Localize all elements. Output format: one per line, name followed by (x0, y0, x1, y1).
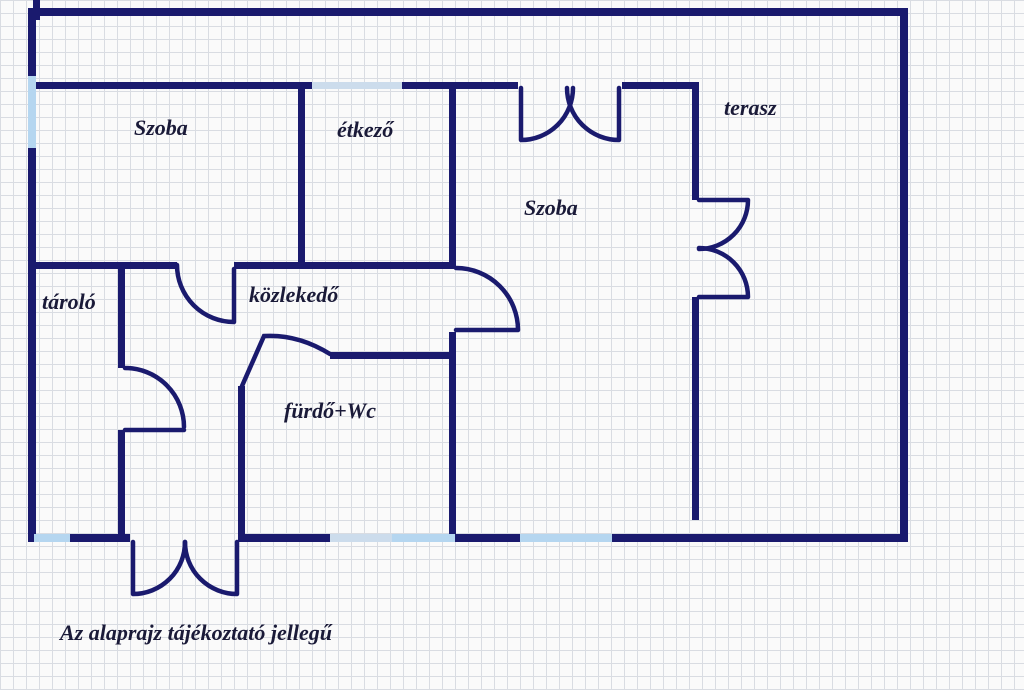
wall-central-seg2 (449, 332, 456, 541)
wall-tarolo-seg2 (118, 430, 125, 541)
wall-outer-left (28, 8, 36, 542)
room-label-etkezo: étkező (337, 117, 394, 142)
wall-outer-right (900, 8, 908, 542)
door-arc-terasz-bottom (696, 245, 751, 300)
wall-inner-top-seg2 (402, 82, 518, 89)
wall-furdo-left (238, 386, 245, 541)
wall-inner-top-seg3 (622, 82, 699, 89)
wall-kozlekedo-seg2 (234, 262, 456, 269)
door-arc-furdo (239, 333, 333, 389)
wall-bottom-seg2 (238, 534, 330, 542)
window-left (28, 76, 36, 148)
wall-bottom-seg3 (455, 534, 520, 542)
wall-terasz-seg2 (692, 297, 699, 520)
wall-kozlekedo-seg1 (32, 262, 177, 269)
wall-bottom-seg4 (612, 534, 908, 542)
window-bottom-2 (330, 534, 392, 542)
door-arc-entrance-left (130, 539, 188, 597)
window-bottom-3 (392, 534, 455, 542)
door-arc-terasz-top (696, 197, 751, 252)
room-label-szoba-2: Szoba (524, 195, 578, 220)
wall-terasz-seg1 (692, 82, 699, 200)
wall-furdo-top (330, 352, 456, 359)
wall-outer-top (28, 8, 908, 16)
room-label-kozlekedo: közlekedő (249, 282, 339, 307)
door-arc-szoba2 (453, 265, 521, 333)
window-bottom-4 (520, 534, 612, 542)
room-label-furdo-wc: fürdő+Wc (284, 398, 376, 423)
wall-bottom-seg1 (28, 534, 130, 542)
room-label-szoba-1: Szoba (134, 115, 188, 140)
wall-tarolo-seg1 (118, 262, 125, 368)
room-label-terasz: terasz (724, 95, 777, 120)
door-arc-tarolo (122, 365, 187, 433)
wall-inner-top-seg1 (32, 82, 312, 89)
door-arc-entrance-right (182, 539, 240, 597)
wall-central-seg1 (449, 82, 456, 266)
wall-szoba-etkezo (298, 82, 305, 269)
window-bottom-1 (34, 534, 70, 542)
wall-corner-tick (33, 0, 40, 20)
door-arc-top-double-left (518, 85, 576, 143)
window-etkezo (312, 82, 402, 89)
room-label-tarolo: tároló (42, 289, 96, 314)
door-arc-kozlekedo (174, 262, 237, 325)
disclaimer-note: Az alaprajz tájékoztató jellegű (60, 620, 332, 645)
door-arc-top-double-right (564, 85, 622, 143)
